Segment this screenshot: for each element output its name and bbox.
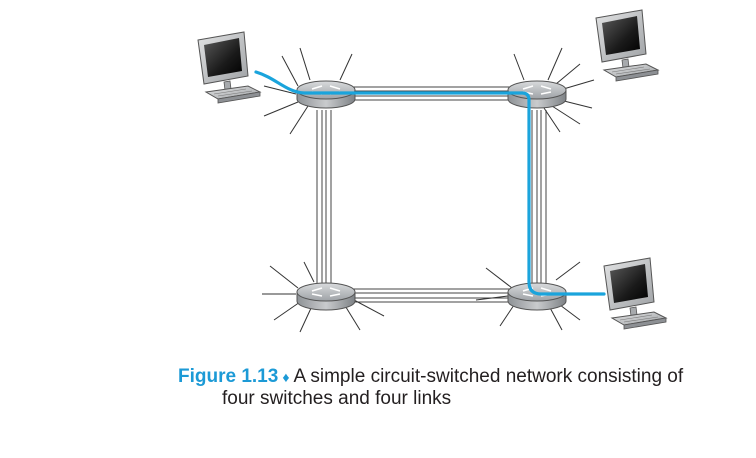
link-bottom	[328, 288, 537, 303]
switch-bottom-left	[296, 282, 356, 311]
switch-bottom-right	[507, 282, 567, 311]
caption-line-1: A simple circuit-switched network consis…	[293, 366, 684, 387]
switch-spokes	[262, 47, 595, 333]
circuit-path	[254, 70, 606, 296]
computer-top-left	[197, 31, 261, 104]
figure-caption: Figure 1.13♦A simple circuit-switched ne…	[178, 366, 698, 410]
figure-label: Figure 1.13	[178, 366, 279, 387]
link-top	[328, 86, 537, 101]
link-left	[316, 110, 332, 286]
caption-line-2: four switches and four links	[222, 388, 452, 409]
computer-top-right	[595, 9, 659, 82]
diamond-separator: ♦	[282, 369, 290, 385]
computer-bottom-right	[603, 257, 667, 330]
link-right	[531, 110, 547, 286]
